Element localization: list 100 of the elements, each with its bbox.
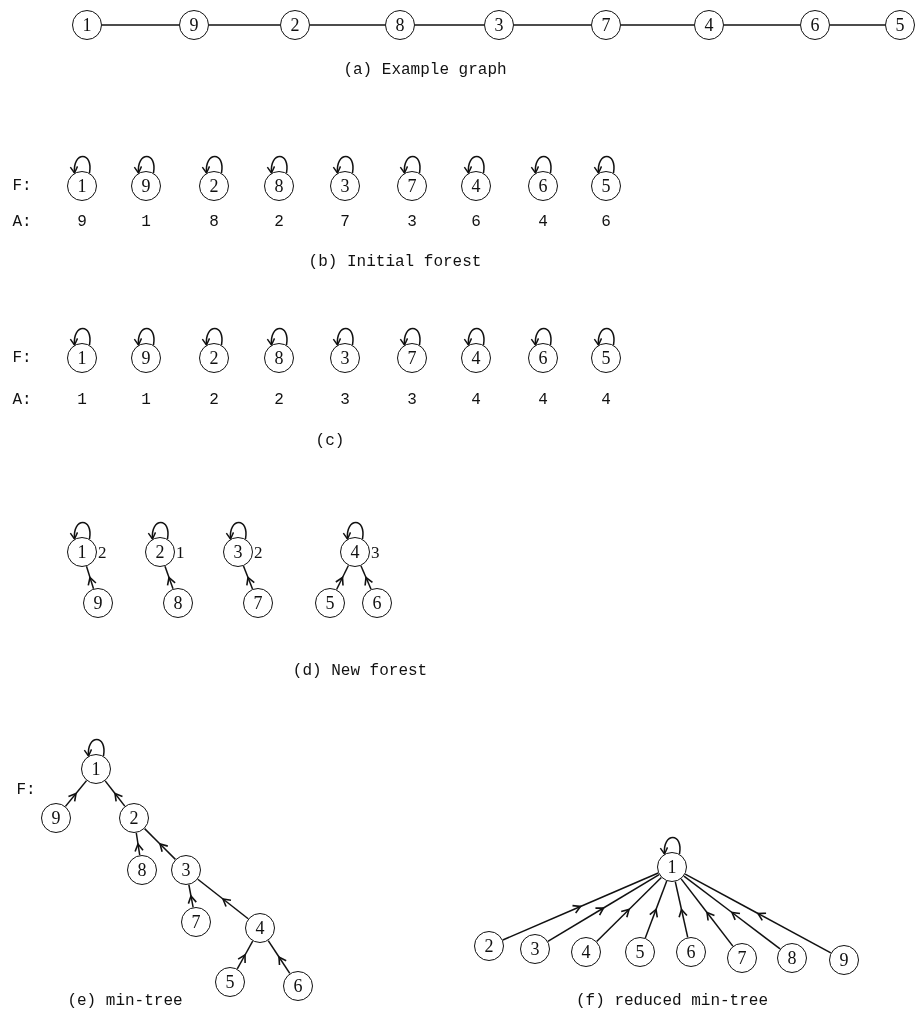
node-circle: 5 bbox=[885, 10, 915, 40]
figure-caption: (c) bbox=[315, 432, 345, 450]
node-circle: 9 bbox=[131, 343, 161, 373]
node-circle: 8 bbox=[264, 343, 294, 373]
node-circle: 5 bbox=[215, 967, 245, 997]
row-label: F: bbox=[12, 349, 32, 367]
tree-arrow bbox=[187, 884, 198, 908]
self-loop-arrow bbox=[134, 155, 155, 174]
node-circle: 8 bbox=[127, 855, 157, 885]
node-circle: 1 bbox=[657, 852, 687, 882]
tree-arrow bbox=[683, 875, 781, 950]
self-loop-arrow bbox=[400, 155, 421, 174]
tree-arrow bbox=[674, 880, 689, 939]
self-loop-arrow bbox=[134, 327, 155, 346]
self-loop-arrow bbox=[464, 155, 485, 174]
self-loop-arrow bbox=[333, 327, 354, 346]
figure-caption: (b) Initial forest bbox=[308, 253, 482, 271]
tree-arrow bbox=[197, 878, 249, 920]
node-annotation: 4 bbox=[538, 213, 548, 231]
node-annotation: 4 bbox=[601, 391, 611, 409]
node-circle: 7 bbox=[397, 171, 427, 201]
node-circle: 1 bbox=[81, 754, 111, 784]
node-circle: 5 bbox=[591, 343, 621, 373]
self-loop-arrow bbox=[531, 155, 552, 174]
graph-edge bbox=[620, 24, 695, 26]
node-annotation: 2 bbox=[274, 213, 284, 231]
node-circle: 7 bbox=[181, 907, 211, 937]
node-circle: 1 bbox=[67, 537, 97, 567]
self-loop-arrow bbox=[226, 521, 247, 540]
tree-arrow bbox=[680, 878, 734, 947]
tree-arrow bbox=[164, 565, 176, 590]
self-loop-arrow bbox=[343, 521, 364, 540]
row-label: F: bbox=[12, 177, 32, 195]
node-circle: 6 bbox=[528, 171, 558, 201]
node-circle: 4 bbox=[571, 937, 601, 967]
tree-arrow bbox=[684, 873, 832, 954]
tree-arrow bbox=[502, 872, 659, 941]
node-circle: 1 bbox=[67, 171, 97, 201]
node-circle: 6 bbox=[362, 588, 392, 618]
tree-arrow bbox=[85, 565, 97, 590]
node-circle: 9 bbox=[829, 945, 859, 975]
node-circle: 3 bbox=[171, 855, 201, 885]
node-annotation: 1 bbox=[176, 543, 185, 563]
self-loop-arrow bbox=[70, 521, 91, 540]
self-loop-arrow bbox=[267, 327, 288, 346]
self-loop-arrow bbox=[594, 327, 615, 346]
self-loop-arrow bbox=[660, 836, 681, 855]
self-loop-arrow bbox=[267, 155, 288, 174]
figure-caption: (f) reduced min-tree bbox=[576, 992, 768, 1010]
node-circle: 2 bbox=[145, 537, 175, 567]
node-circle: 1 bbox=[67, 343, 97, 373]
tree-arrow bbox=[64, 779, 88, 808]
node-circle: 2 bbox=[119, 803, 149, 833]
figure-caption: (a) Example graph bbox=[343, 61, 507, 79]
node-circle: 3 bbox=[330, 171, 360, 201]
self-loop-arrow bbox=[333, 155, 354, 174]
node-circle: 2 bbox=[199, 171, 229, 201]
figure-caption: (e) min-tree bbox=[67, 992, 183, 1010]
node-annotation: 2 bbox=[209, 391, 219, 409]
node-circle: 2 bbox=[280, 10, 310, 40]
graph-edge bbox=[829, 24, 886, 26]
node-circle: 6 bbox=[800, 10, 830, 40]
node-circle: 4 bbox=[694, 10, 724, 40]
self-loop-arrow bbox=[70, 155, 91, 174]
node-annotation: 3 bbox=[340, 391, 350, 409]
self-loop-arrow bbox=[202, 327, 223, 346]
node-annotation: 9 bbox=[77, 213, 87, 231]
node-circle: 4 bbox=[245, 913, 275, 943]
tree-arrow bbox=[242, 565, 256, 590]
node-annotation: 2 bbox=[254, 543, 263, 563]
graph-edge bbox=[414, 24, 485, 26]
row-label: A: bbox=[12, 391, 32, 409]
node-circle: 7 bbox=[591, 10, 621, 40]
self-loop-arrow bbox=[148, 521, 169, 540]
graph-edge bbox=[208, 24, 281, 26]
node-circle: 9 bbox=[131, 171, 161, 201]
node-annotation: 8 bbox=[209, 213, 219, 231]
node-circle: 8 bbox=[385, 10, 415, 40]
self-loop-arrow bbox=[70, 327, 91, 346]
node-circle: 6 bbox=[283, 971, 313, 1001]
figure-caption: (d) New forest bbox=[292, 662, 428, 680]
node-circle: 9 bbox=[179, 10, 209, 40]
node-circle: 9 bbox=[83, 588, 113, 618]
node-circle: 7 bbox=[727, 943, 757, 973]
tree-arrow bbox=[143, 827, 177, 861]
node-circle: 8 bbox=[163, 588, 193, 618]
node-circle: 6 bbox=[676, 937, 706, 967]
graph-edge bbox=[513, 24, 592, 26]
node-circle: 3 bbox=[520, 934, 550, 964]
node-annotation: 6 bbox=[601, 213, 611, 231]
self-loop-arrow bbox=[400, 327, 421, 346]
node-annotation: 2 bbox=[98, 543, 107, 563]
tree-arrow bbox=[644, 880, 668, 939]
node-annotation: 3 bbox=[407, 213, 417, 231]
self-loop-arrow bbox=[84, 738, 105, 757]
node-circle: 8 bbox=[777, 943, 807, 973]
node-annotation: 2 bbox=[274, 391, 284, 409]
tree-arrow bbox=[547, 873, 660, 943]
node-circle: 4 bbox=[461, 171, 491, 201]
node-annotation: 1 bbox=[77, 391, 87, 409]
